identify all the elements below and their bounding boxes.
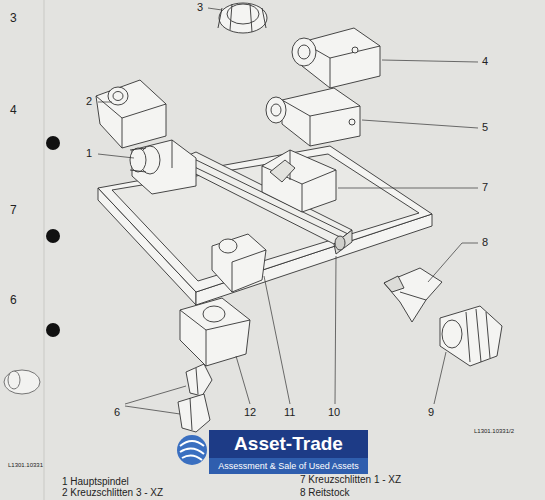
brand-name: Asset-Trade <box>209 430 368 458</box>
callout-number: 8 <box>482 236 488 248</box>
drawing-number: L1301.10331 <box>8 462 43 469</box>
margin-number: 3 <box>10 12 17 25</box>
callout-number: 6 <box>114 406 120 418</box>
callout-number: 1 <box>86 147 92 159</box>
callout-number: 7 <box>482 181 488 193</box>
logo-icon <box>177 435 207 465</box>
logo-box: Asset-TradeAssessment & Sale of Used Ass… <box>209 430 368 474</box>
callout-number: 5 <box>482 121 488 133</box>
brand-tagline: Assessment & Sale of Used Assets <box>209 458 368 474</box>
legend-entry: 2 Kreuzschlitten 3 - XZ <box>62 487 163 498</box>
drawing-number: L1301.10331/2 <box>474 428 514 435</box>
legend-entry: 1 Hauptspindel <box>62 476 129 487</box>
callout-number: 4 <box>482 55 488 67</box>
margin-number: 4 <box>10 104 17 117</box>
callout-number: 3 <box>197 1 203 13</box>
callout-number: 9 <box>428 406 434 418</box>
legend-entry: 8 Reitstock <box>300 487 349 498</box>
callout-number: 2 <box>86 95 92 107</box>
callout-number: 10 <box>328 406 340 418</box>
margin-number: 7 <box>10 204 17 217</box>
machine-parts <box>96 3 502 432</box>
callout-number: 12 <box>244 406 256 418</box>
margin-number: 6 <box>10 294 17 307</box>
callout-number: 11 <box>284 406 295 418</box>
leader-lines <box>98 8 478 414</box>
legend-entry: 7 Kreuzschlitten 1 - XZ <box>300 474 401 485</box>
